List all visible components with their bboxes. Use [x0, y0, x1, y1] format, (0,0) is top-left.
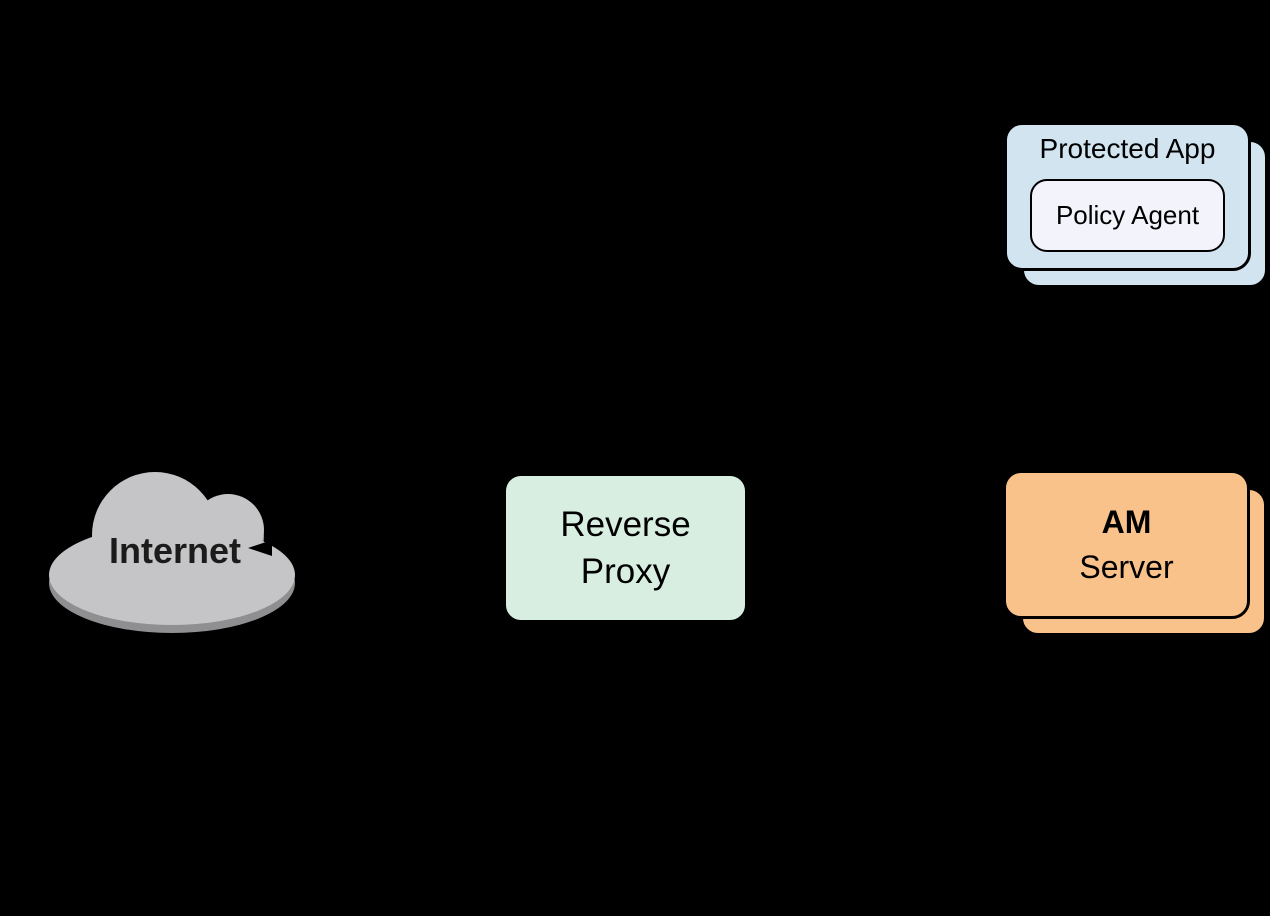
- reverse-proxy-node: Reverse Proxy: [503, 473, 748, 623]
- am-server-node: AM Server: [1003, 470, 1250, 619]
- cloud-body: [49, 472, 295, 625]
- arrowhead-into-cloud-icon: [248, 540, 272, 556]
- am-server-label-line2: Server: [1079, 548, 1174, 585]
- internet-label: Internet: [108, 530, 241, 571]
- am-server-label-line1: AM: [1101, 503, 1152, 540]
- protected-app-label: Protected App: [1039, 133, 1216, 164]
- reverse-proxy-label-line2: Proxy: [580, 552, 671, 591]
- reverse-proxy-label-line1: Reverse: [560, 505, 691, 544]
- policy-agent-node: Policy Agent: [1030, 179, 1225, 252]
- protected-app-node: Protected App Policy Agent: [1004, 122, 1251, 271]
- policy-agent-label: Policy Agent: [1055, 200, 1200, 230]
- internet-cloud: [49, 472, 295, 633]
